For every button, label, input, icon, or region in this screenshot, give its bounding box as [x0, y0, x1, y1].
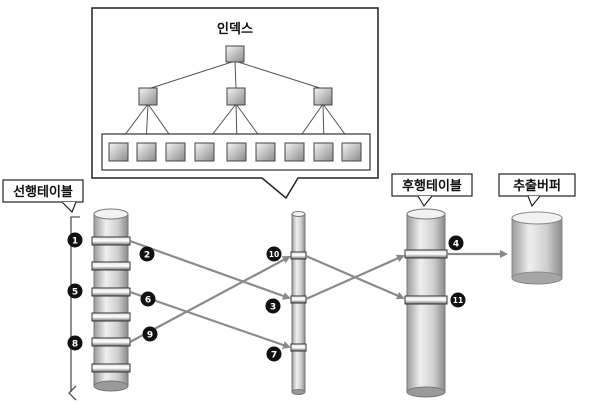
driven-table-label-pointer	[417, 195, 433, 208]
arrow-10-to-11	[305, 254, 405, 300]
step-5-badge: 5	[67, 283, 83, 299]
step-8-badge: 8	[67, 335, 83, 351]
index-entries	[290, 251, 307, 352]
driving-table-label-box	[2, 179, 84, 203]
extract-buffer-label-pointer	[527, 195, 541, 208]
index-leaf-node	[284, 142, 305, 162]
index-branch-node	[138, 87, 158, 106]
index-leaf-node	[136, 142, 157, 162]
arrow-2-to-3	[129, 239, 291, 300]
svg-text:7: 7	[271, 351, 277, 361]
arrow-9-to-10	[129, 256, 291, 343]
driving-scan-arrow	[68, 385, 77, 401]
index-entry	[290, 251, 307, 260]
svg-text:2: 2	[144, 251, 150, 261]
index-leaf-nodes	[108, 142, 362, 162]
driving-row	[91, 312, 131, 322]
extract-buffer-label: 추출버퍼	[513, 178, 561, 194]
svg-text:4: 4	[453, 240, 459, 250]
svg-text:11: 11	[453, 296, 463, 305]
index-leaf-node	[108, 142, 129, 162]
index-leaf-node	[194, 142, 215, 162]
driving-scan-bracket	[70, 216, 80, 392]
step-6-badge: 6	[140, 291, 156, 307]
driving-row	[91, 261, 131, 271]
svg-text:9: 9	[147, 331, 153, 341]
driving-row	[91, 287, 131, 297]
index-leaf-node	[226, 142, 247, 162]
driving-row	[91, 337, 131, 347]
index-branch-node	[226, 87, 246, 106]
step-1-badge: 1	[67, 232, 83, 248]
svg-text:8: 8	[72, 340, 78, 350]
step-2-badge: 2	[139, 246, 155, 262]
driven-row	[404, 295, 448, 305]
svg-text:5: 5	[72, 288, 78, 298]
index-entry	[290, 343, 307, 352]
step-7-badge: 7	[266, 346, 282, 362]
svg-text:10: 10	[269, 250, 279, 259]
index-leaf-node	[341, 142, 362, 162]
step-9-badge: 9	[142, 326, 158, 342]
step-10-badge: 10	[266, 246, 282, 262]
index-branch-node	[313, 87, 333, 106]
driving-row	[91, 363, 131, 373]
driving-table-label: 선행테이블	[13, 184, 73, 200]
step-3-badge: 3	[265, 298, 281, 314]
index-root-node	[225, 45, 245, 63]
step-4-badge: 4	[448, 235, 464, 251]
driven-table-label: 후행테이블	[402, 178, 462, 194]
extract-buffer-cylinder	[511, 211, 563, 285]
index-leaf-node	[313, 142, 334, 162]
step-11-badge: 11	[450, 292, 466, 308]
arrow-6-to-7	[129, 290, 291, 349]
flow-arrows	[129, 239, 508, 349]
index-entry	[290, 295, 307, 304]
driving-table-label-pointer	[61, 201, 77, 214]
svg-text:6: 6	[145, 296, 151, 306]
driven-row	[404, 249, 448, 259]
index-leaf-node	[165, 142, 186, 162]
svg-text:1: 1	[72, 237, 78, 247]
index-leaf-node	[255, 142, 276, 162]
index-label: 인덱스	[217, 21, 253, 37]
driving-row	[91, 236, 131, 246]
svg-text:3: 3	[270, 303, 276, 313]
